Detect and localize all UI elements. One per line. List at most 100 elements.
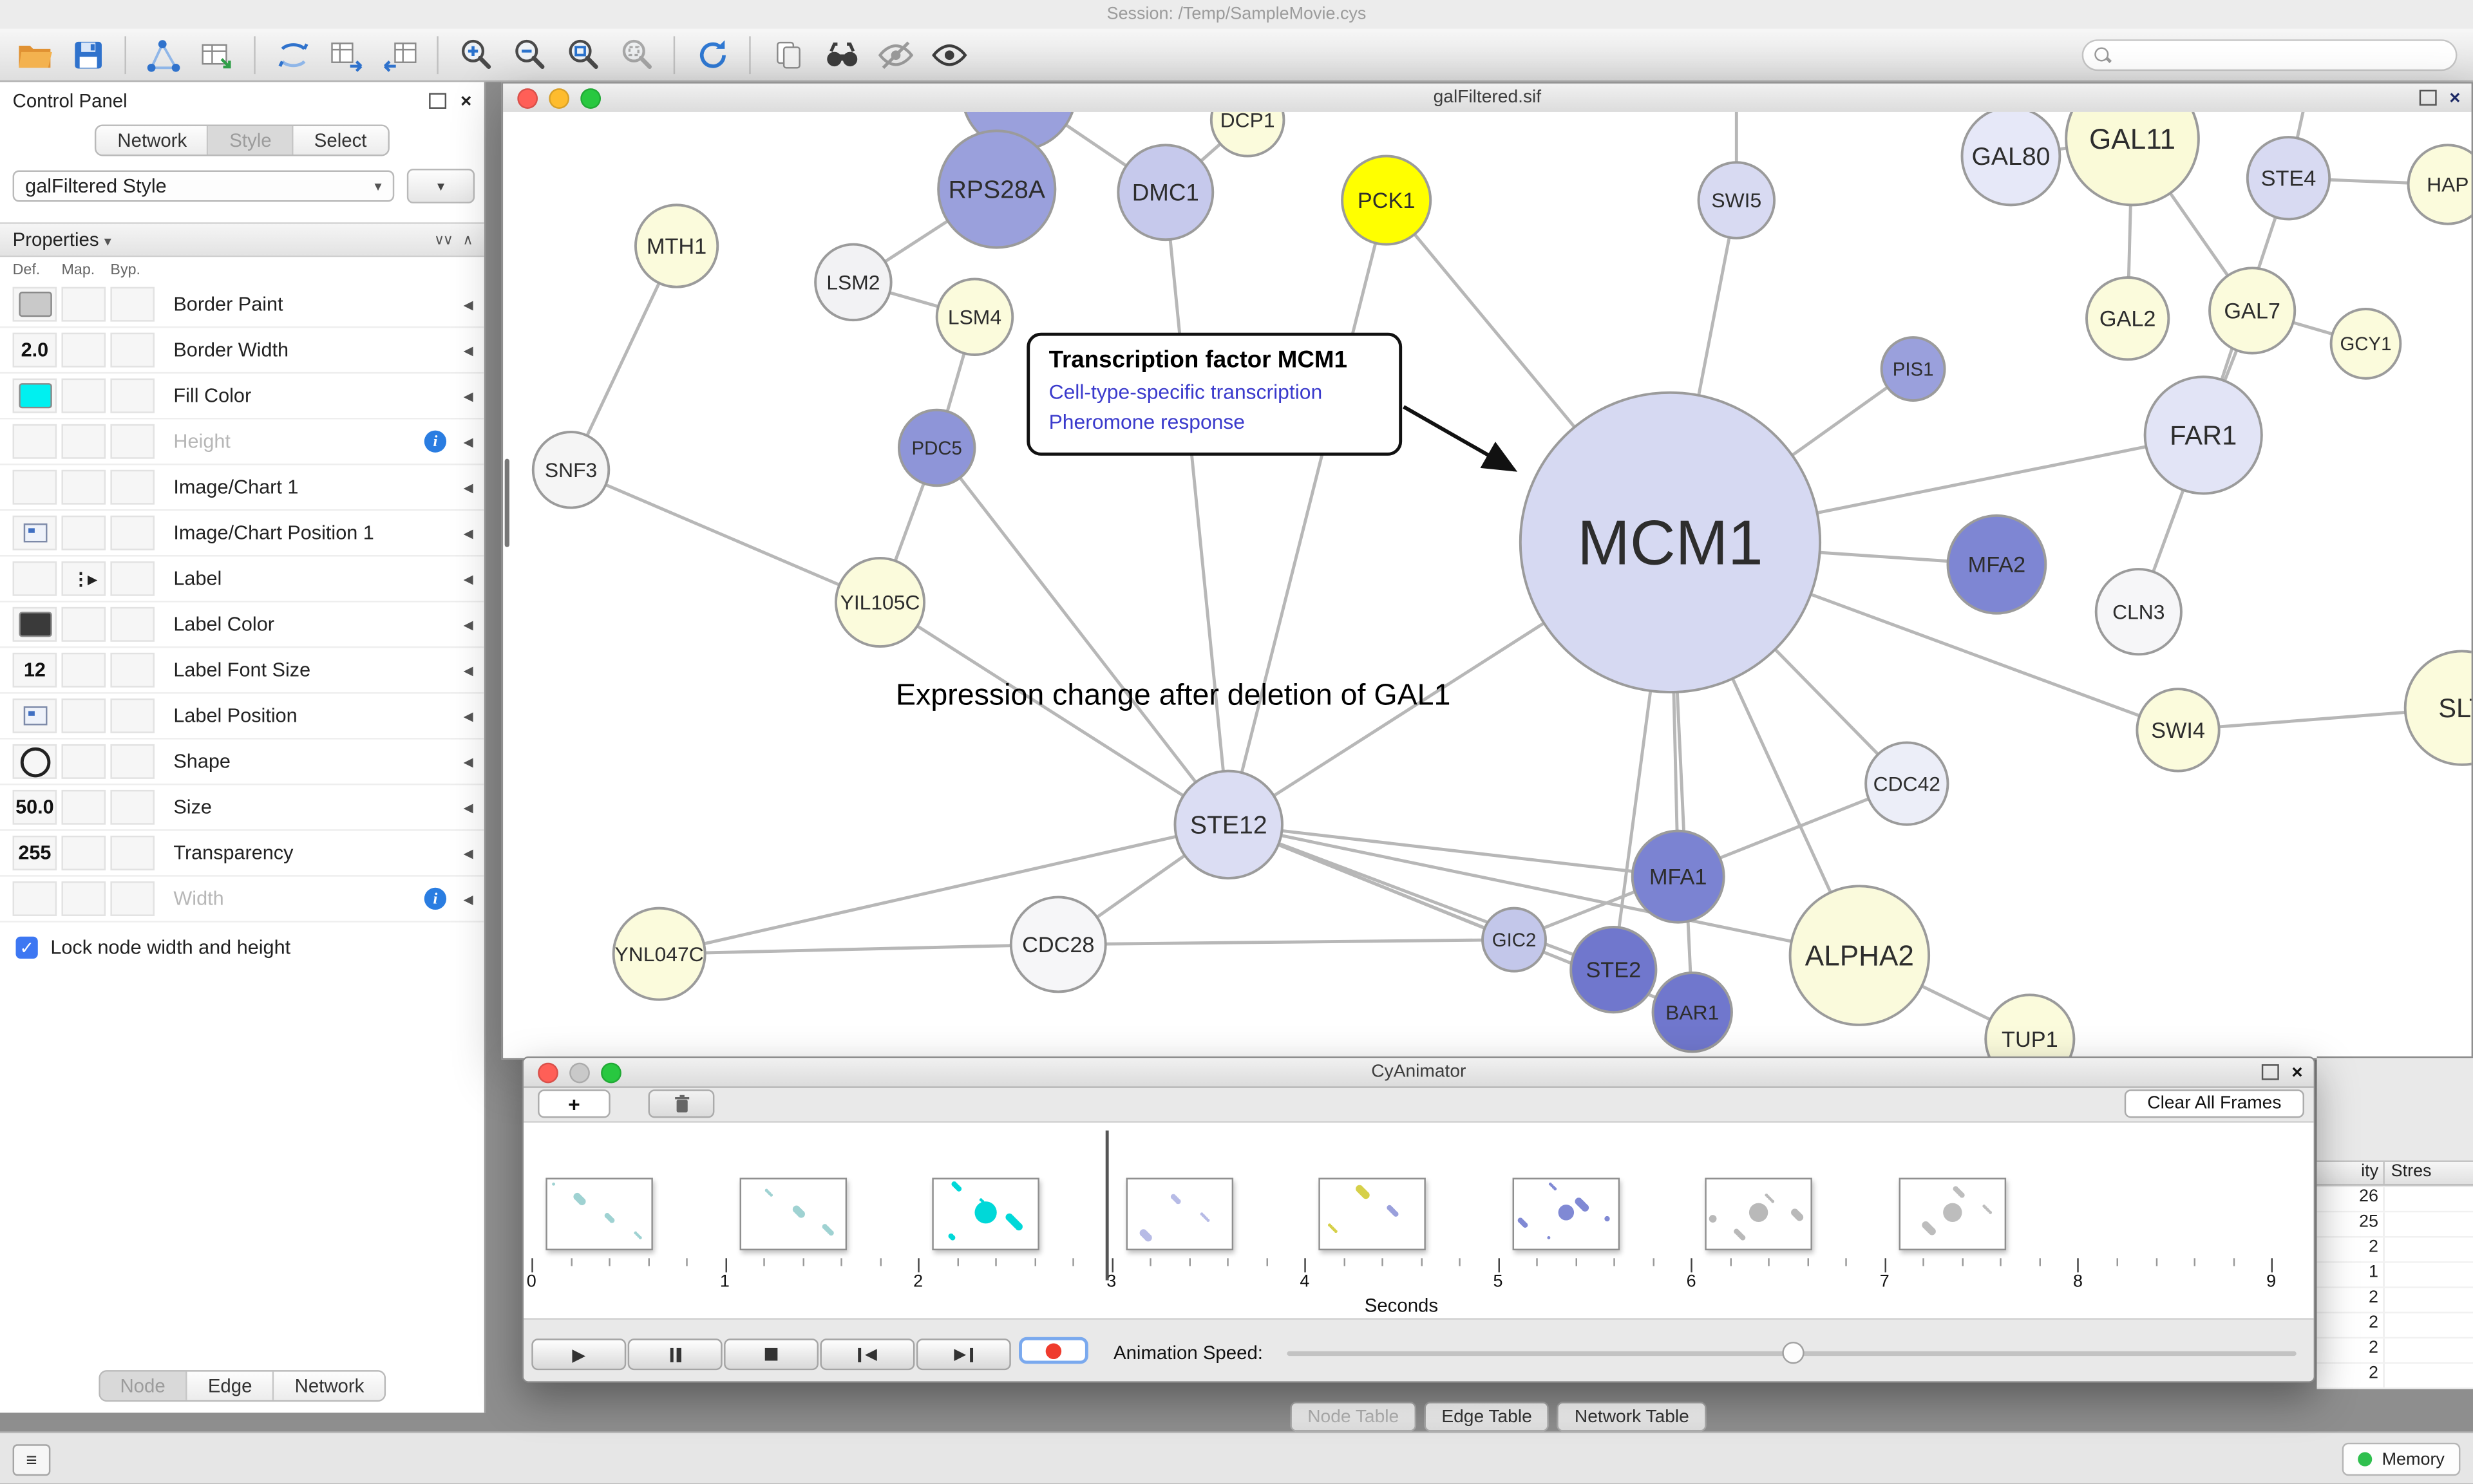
tab-style[interactable]: Style (209, 126, 294, 155)
node-FAR1[interactable] (2143, 375, 2263, 495)
bypass-cell[interactable] (110, 789, 155, 825)
expand-property-icon[interactable]: ◀ (463, 800, 473, 814)
show-details-icon[interactable] (927, 33, 970, 75)
node-PIS1[interactable] (1880, 336, 1946, 402)
table-row[interactable]: 2 (2317, 1313, 2473, 1339)
default-value-cell[interactable] (12, 698, 57, 733)
mapping-cell[interactable] (61, 378, 106, 413)
zoom-window-button[interactable] (601, 1062, 621, 1083)
property-row-shape[interactable]: Shape◀ (0, 740, 484, 785)
property-row-label-position[interactable]: Label Position◀ (0, 694, 484, 740)
bypass-cell[interactable] (110, 835, 155, 870)
memory-button[interactable]: Memory (2342, 1442, 2461, 1476)
close-window-button[interactable] (517, 87, 538, 108)
mapping-cell[interactable] (61, 835, 106, 870)
close-view-icon[interactable]: × (2449, 86, 2461, 109)
node-PDC5[interactable] (897, 408, 976, 487)
play-button[interactable]: ▶ (531, 1338, 627, 1371)
table-row[interactable]: 1 (2317, 1263, 2473, 1288)
mapping-cell[interactable] (61, 332, 106, 368)
search-input[interactable] (2081, 39, 2458, 71)
import-network-icon[interactable] (142, 33, 184, 75)
property-row-image-chart-1[interactable]: Image/Chart 1◀ (0, 465, 484, 511)
default-value-cell[interactable] (12, 378, 57, 413)
node-DMC1[interactable] (1117, 144, 1215, 241)
annotation-link-2[interactable]: Pheromone response (1048, 409, 1246, 434)
expand-property-icon[interactable]: ◀ (463, 525, 473, 540)
node-BAR1[interactable] (1651, 972, 1733, 1053)
expand-property-icon[interactable]: ◀ (463, 343, 473, 357)
copy-icon[interactable] (766, 33, 809, 75)
bypass-cell[interactable] (110, 606, 155, 642)
expand-property-icon[interactable]: ◀ (463, 662, 473, 677)
record-button[interactable] (1019, 1337, 1088, 1364)
new-network-icon[interactable] (271, 33, 314, 75)
node-LSM4[interactable] (935, 277, 1014, 356)
node-YNL047C[interactable] (612, 906, 706, 1001)
export-network-icon[interactable] (325, 33, 367, 75)
info-icon[interactable]: i (424, 430, 447, 453)
node-GAL11[interactable] (2065, 111, 2200, 207)
mapping-cell[interactable] (61, 469, 106, 505)
node-STE2[interactable] (1569, 926, 1658, 1014)
expand-property-icon[interactable]: ◀ (463, 845, 473, 860)
table-row[interactable]: 25 (2317, 1212, 2473, 1238)
node-YIL105C[interactable] (835, 556, 926, 648)
frame-thumbnail-3[interactable] (1125, 1178, 1233, 1251)
expand-property-icon[interactable]: ◀ (463, 480, 473, 494)
tab-select[interactable]: Select (293, 126, 388, 155)
collapse-all-icon[interactable]: ∨∨ (434, 230, 453, 247)
skip-back-button[interactable]: ◀ (820, 1338, 915, 1371)
node-SNF3[interactable] (531, 431, 611, 509)
node-STE12[interactable] (1173, 769, 1284, 880)
tab-network[interactable]: Network (274, 1371, 385, 1400)
stop-button[interactable] (724, 1338, 819, 1371)
clear-all-frames-button[interactable]: Clear All Frames (2124, 1089, 2304, 1118)
expand-property-icon[interactable]: ◀ (463, 297, 473, 312)
import-table-icon[interactable] (196, 33, 238, 75)
table-row[interactable]: 2 (2317, 1288, 2473, 1314)
tab-node[interactable]: Node (99, 1371, 187, 1400)
hide-details-icon[interactable] (874, 33, 916, 75)
annotation-link-1[interactable]: Cell-type-specific transcription (1048, 380, 1323, 404)
node-SWI5[interactable] (1697, 161, 1776, 240)
save-session-icon[interactable] (66, 33, 109, 75)
zoom-window-button[interactable] (580, 87, 602, 108)
node-RPS28A[interactable] (937, 129, 1057, 249)
delete-frame-button[interactable] (648, 1089, 715, 1118)
node-GAL2[interactable] (2085, 276, 2170, 361)
animation-speed-slider[interactable] (1287, 1342, 2297, 1364)
open-session-icon[interactable] (13, 33, 55, 75)
add-frame-button[interactable]: + (538, 1089, 611, 1118)
mapping-cell[interactable] (61, 515, 106, 550)
column-header-centrality[interactable]: ity (2317, 1161, 2385, 1185)
minimize-window-button[interactable] (549, 87, 570, 108)
export-table-icon[interactable] (379, 33, 421, 75)
default-value-cell[interactable] (12, 561, 57, 596)
info-icon[interactable]: i (424, 887, 447, 910)
mapping-cell[interactable] (61, 744, 106, 779)
default-value-cell[interactable]: 255 (12, 835, 57, 870)
node-CLN3[interactable] (2094, 568, 2183, 656)
close-panel-icon[interactable]: × (460, 89, 472, 112)
network-window-titlebar[interactable]: galFiltered.sif × (503, 83, 2472, 114)
table-row[interactable]: 2 (2317, 1338, 2473, 1364)
bypass-cell[interactable] (110, 652, 155, 688)
table-row[interactable]: 2 (2317, 1364, 2473, 1389)
close-window-button[interactable] (538, 1062, 558, 1083)
table-row[interactable]: 26 (2317, 1187, 2473, 1213)
frame-thumbnail-5[interactable] (1512, 1178, 1620, 1251)
default-value-cell[interactable] (12, 469, 57, 505)
show-panel-button[interactable]: ≡ (12, 1444, 51, 1476)
style-selector-dropdown[interactable]: galFiltered Style ▾ (12, 170, 395, 202)
timeline-playhead[interactable] (1105, 1130, 1108, 1281)
expand-property-icon[interactable]: ◀ (463, 891, 473, 906)
node-MTH1[interactable] (634, 203, 719, 288)
bypass-cell[interactable] (110, 515, 155, 550)
node-DCP1[interactable] (1209, 111, 1285, 158)
